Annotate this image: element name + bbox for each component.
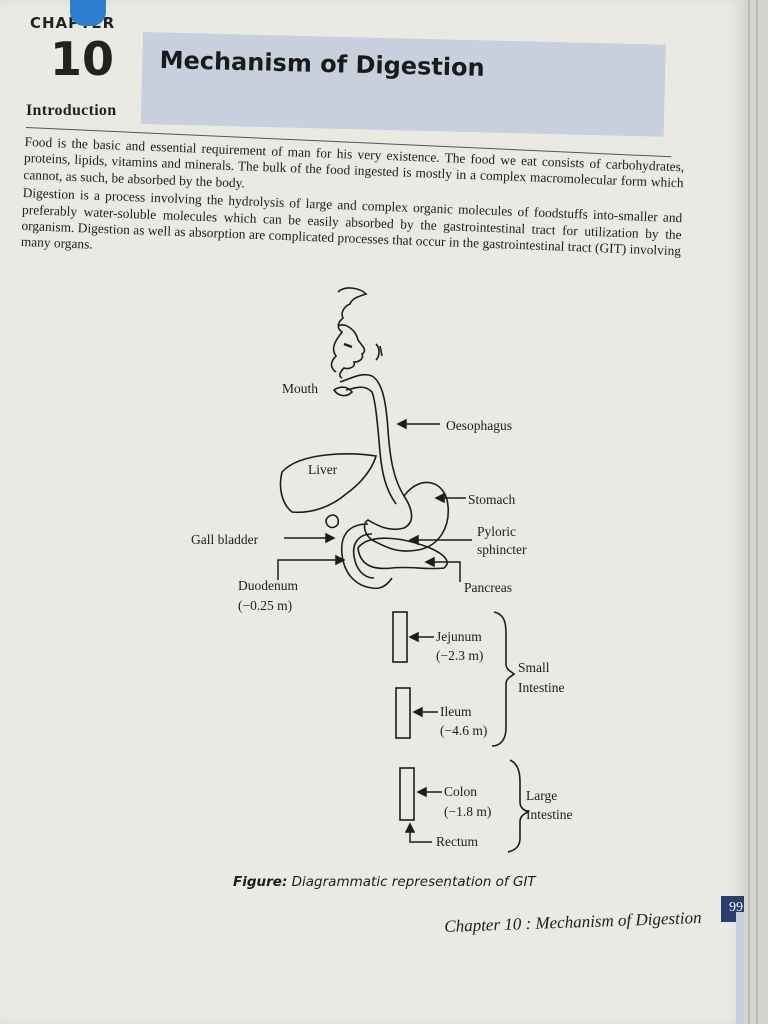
edge-line — [748, 0, 750, 1024]
eye-icon — [343, 342, 353, 349]
label-jejunum-length: (−2.3 m) — [436, 648, 484, 663]
ileum-arrowhead — [412, 706, 423, 718]
gall-bladder-shape — [325, 514, 340, 529]
face-outline — [337, 324, 366, 379]
label-duodenum: Duodenum — [238, 578, 298, 593]
corner-decoration — [736, 912, 744, 1024]
large-intestine-brace — [507, 759, 530, 853]
label-sphincter: sphincter — [477, 542, 527, 557]
oesophagus-tube-inner — [345, 386, 397, 505]
label-gall-bladder: Gall bladder — [191, 532, 259, 547]
head-outline — [330, 287, 368, 373]
label-pancreas: Pancreas — [464, 580, 512, 595]
pyloric-arrowhead — [408, 534, 419, 546]
gall-bladder-arrowhead — [325, 532, 336, 544]
label-large-intestine: Intestine — [526, 807, 573, 822]
git-diagram — [279, 287, 530, 853]
paper-clip — [70, 0, 106, 26]
label-colon-length: (−1.8 m) — [444, 804, 492, 819]
colon-box — [399, 767, 415, 821]
label-liver: Liver — [308, 462, 338, 477]
label-jejunum: Jejunum — [436, 629, 482, 644]
diagram-arrows — [277, 418, 472, 843]
label-rectum: Rectum — [436, 834, 478, 849]
duodenum-loop — [340, 523, 393, 590]
pancreas-arrow — [430, 561, 461, 582]
caption-prefix: Figure: — [233, 874, 288, 890]
duodenum-arrowhead — [335, 554, 346, 566]
oesophagus-arrowhead — [396, 418, 407, 430]
label-oesophagus: Oesophagus — [446, 418, 512, 433]
figure-caption: Figure: Diagrammatic representation of G… — [233, 874, 536, 890]
label-colon: Colon — [444, 784, 478, 799]
label-mouth: Mouth — [282, 381, 319, 396]
rectum-arrowhead — [404, 822, 416, 833]
stomach-arrowhead — [434, 492, 445, 504]
duodenum-loop-inner — [352, 533, 375, 579]
edge-line — [756, 0, 758, 1024]
label-large: Large — [526, 788, 558, 803]
mouth-shape — [332, 386, 354, 397]
small-intestine-brace — [491, 611, 516, 747]
label-duodenum-length: (−0.25 m) — [238, 598, 293, 613]
book-page: CHAPTER 10 Mechanism of Digestion Introd… — [0, 0, 744, 1024]
label-ileum: Ileum — [440, 704, 472, 719]
label-small-intestine: Intestine — [518, 680, 565, 695]
liver-shape — [279, 453, 378, 514]
diagram-labels: Mouth Oesophagus Liver Stomach Pyloric s… — [191, 381, 573, 849]
label-stomach: Stomach — [468, 492, 516, 507]
jejunum-arrowhead — [408, 631, 419, 643]
section-heading: Introduction — [26, 102, 117, 119]
ileum-box — [395, 687, 411, 739]
label-pyloric: Pyloric — [477, 524, 516, 539]
jejunum-box — [392, 611, 408, 663]
pancreas-shape — [357, 537, 448, 570]
chapter-number: 10 — [50, 32, 115, 86]
colon-arrowhead — [416, 786, 427, 798]
caption-text: Diagrammatic representation of GIT — [291, 874, 536, 890]
label-ileum-length: (−4.6 m) — [440, 723, 488, 738]
pancreas-arrowhead — [424, 556, 435, 568]
ear-icon — [375, 343, 383, 361]
label-small: Small — [518, 660, 550, 675]
oesophagus-tube — [339, 373, 405, 497]
duodenum-arrow — [277, 559, 340, 580]
